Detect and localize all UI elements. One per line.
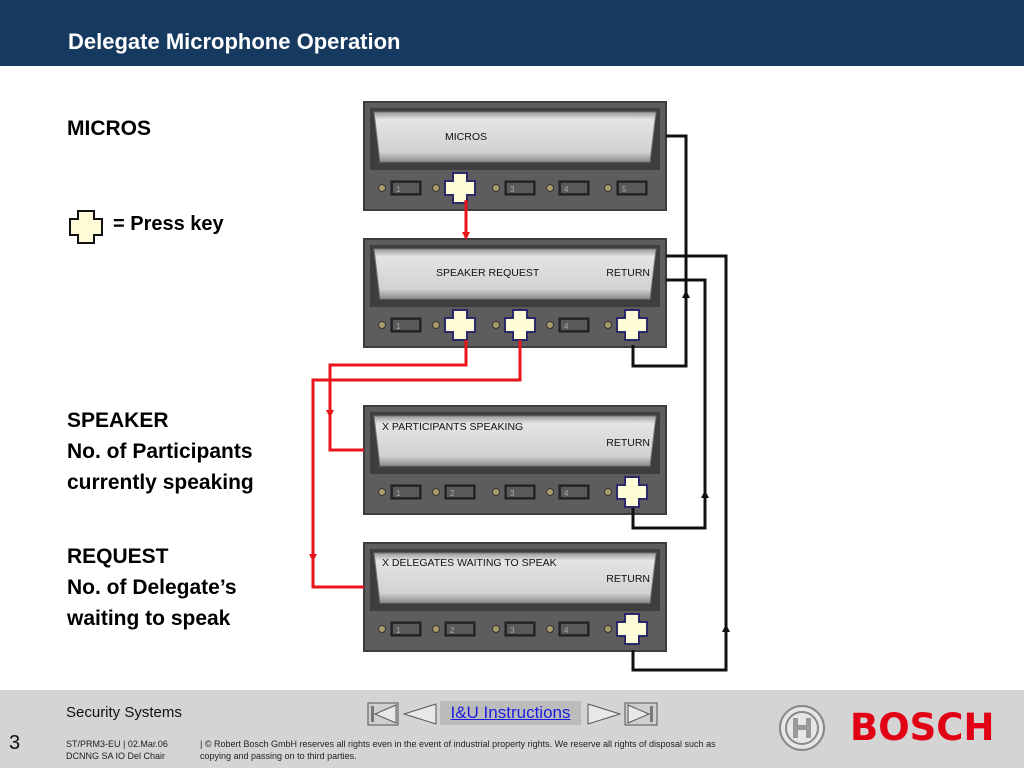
indicator-led — [546, 321, 554, 329]
press-key-icon — [69, 210, 103, 244]
console-key[interactable]: 1 — [390, 317, 422, 333]
micros-label: MICROS — [67, 117, 151, 140]
request-title: REQUEST — [67, 545, 169, 568]
key-number: 4 — [564, 489, 569, 498]
nav-controls — [367, 702, 658, 726]
indicator-led — [432, 625, 440, 633]
press-key-legend: = Press key — [113, 213, 224, 235]
press-key-icon[interactable] — [616, 309, 648, 341]
speaker-line-1: No. of Participants — [67, 440, 253, 463]
header-bar: Delegate Microphone Operation — [0, 0, 1024, 66]
key-number: 1 — [396, 626, 401, 635]
key-number: 4 — [564, 626, 569, 635]
speaker-title: SPEAKER — [67, 409, 169, 432]
first-page-icon[interactable] — [367, 702, 399, 726]
indicator-led — [604, 488, 612, 496]
indicator-led — [378, 321, 386, 329]
indicator-led — [432, 321, 440, 329]
panel-title: MICROS — [445, 131, 487, 143]
next-page-icon[interactable] — [587, 703, 622, 725]
press-key-icon[interactable] — [504, 309, 536, 341]
slide-number: 3 — [9, 732, 21, 754]
footer-meta: ST/PRM3-EU | 02.Mar.06 DCNNG SA IO Del C… — [66, 738, 168, 762]
console-panel-speaker-request: SPEAKER REQUEST RETURN 1 4 — [363, 238, 667, 348]
console-key[interactable]: 4 — [558, 621, 590, 637]
panel-title: X DELEGATES WAITING TO SPEAK — [382, 557, 557, 569]
indicator-led — [378, 625, 386, 633]
console-key[interactable]: 3 — [504, 484, 536, 500]
request-line-1: No. of Delegate’s — [67, 576, 237, 599]
console-key[interactable]: 1 — [390, 484, 422, 500]
indicator-led — [546, 625, 554, 633]
footer-meta-line-1: ST/PRM3-EU | 02.Mar.06 — [66, 739, 168, 749]
indicator-led — [378, 184, 386, 192]
console-key[interactable]: 1 — [390, 180, 422, 196]
instructions-link[interactable]: I&U Instructions — [440, 701, 581, 725]
indicator-led — [546, 488, 554, 496]
console-key[interactable]: 2 — [444, 621, 476, 637]
key-number: 1 — [396, 322, 401, 331]
return-label: RETURN — [606, 573, 650, 585]
bosch-wordmark: BOSCH — [850, 706, 995, 749]
key-number: 2 — [450, 626, 455, 635]
footer-copyright: | © Robert Bosch GmbH reserves all right… — [200, 739, 716, 761]
select-arrow-request — [311, 340, 522, 589]
indicator-led — [432, 184, 440, 192]
console-key[interactable]: 3 — [504, 621, 536, 637]
key-number: 5 — [622, 185, 627, 194]
return-label: RETURN — [606, 267, 650, 279]
previous-page-icon[interactable] — [402, 703, 437, 725]
console-panel-delegates: X DELEGATES WAITING TO SPEAK RETURN 1 2 3 4 — [363, 542, 667, 652]
console-key[interactable]: 5 — [616, 180, 648, 196]
key-number: 3 — [510, 185, 515, 194]
request-description: REQUEST No. of Delegate’s waiting to spe… — [67, 541, 237, 634]
key-number: 3 — [510, 489, 515, 498]
page-title: Delegate Microphone Operation — [68, 29, 401, 54]
last-page-icon[interactable] — [624, 702, 658, 726]
console-key[interactable]: 2 — [444, 484, 476, 500]
footer-meta-line-2: DCNNG SA IO Del Chair — [66, 751, 166, 761]
footer-company: Security Systems — [66, 704, 182, 721]
panel-title: SPEAKER REQUEST — [436, 267, 540, 279]
console-key[interactable]: 3 — [504, 180, 536, 196]
indicator-led — [492, 625, 500, 633]
indicator-led — [604, 625, 612, 633]
key-number: 1 — [396, 489, 401, 498]
key-number: 4 — [564, 322, 569, 331]
indicator-led — [492, 184, 500, 192]
key-number: 4 — [564, 185, 569, 194]
connector-lines — [309, 134, 730, 672]
indicator-led — [378, 488, 386, 496]
panel-title: X PARTICIPANTS SPEAKING — [382, 421, 523, 433]
indicator-led — [432, 488, 440, 496]
console-key[interactable]: 4 — [558, 484, 590, 500]
bosch-armature-logo — [779, 705, 825, 751]
indicator-led — [604, 321, 612, 329]
indicator-led — [492, 321, 500, 329]
console-panel-micros: MICROS 1 3 4 5 — [363, 101, 667, 211]
key-number: 3 — [510, 626, 515, 635]
indicator-led — [604, 184, 612, 192]
press-key-icon[interactable] — [616, 476, 648, 508]
console-panel-participants: X PARTICIPANTS SPEAKING RETURN 1 2 3 4 — [363, 405, 667, 515]
press-key-icon[interactable] — [616, 613, 648, 645]
indicator-led — [546, 184, 554, 192]
indicator-led — [492, 488, 500, 496]
return-label: RETURN — [606, 437, 650, 449]
key-number: 1 — [396, 185, 401, 194]
key-number: 2 — [450, 489, 455, 498]
select-arrow-speaker — [328, 340, 468, 452]
request-line-2: waiting to speak — [67, 607, 231, 630]
speaker-description: SPEAKER No. of Participants currently sp… — [67, 405, 254, 498]
console-key[interactable]: 1 — [390, 621, 422, 637]
console-key[interactable]: 4 — [558, 180, 590, 196]
console-key[interactable]: 4 — [558, 317, 590, 333]
speaker-line-2: currently speaking — [67, 471, 254, 494]
